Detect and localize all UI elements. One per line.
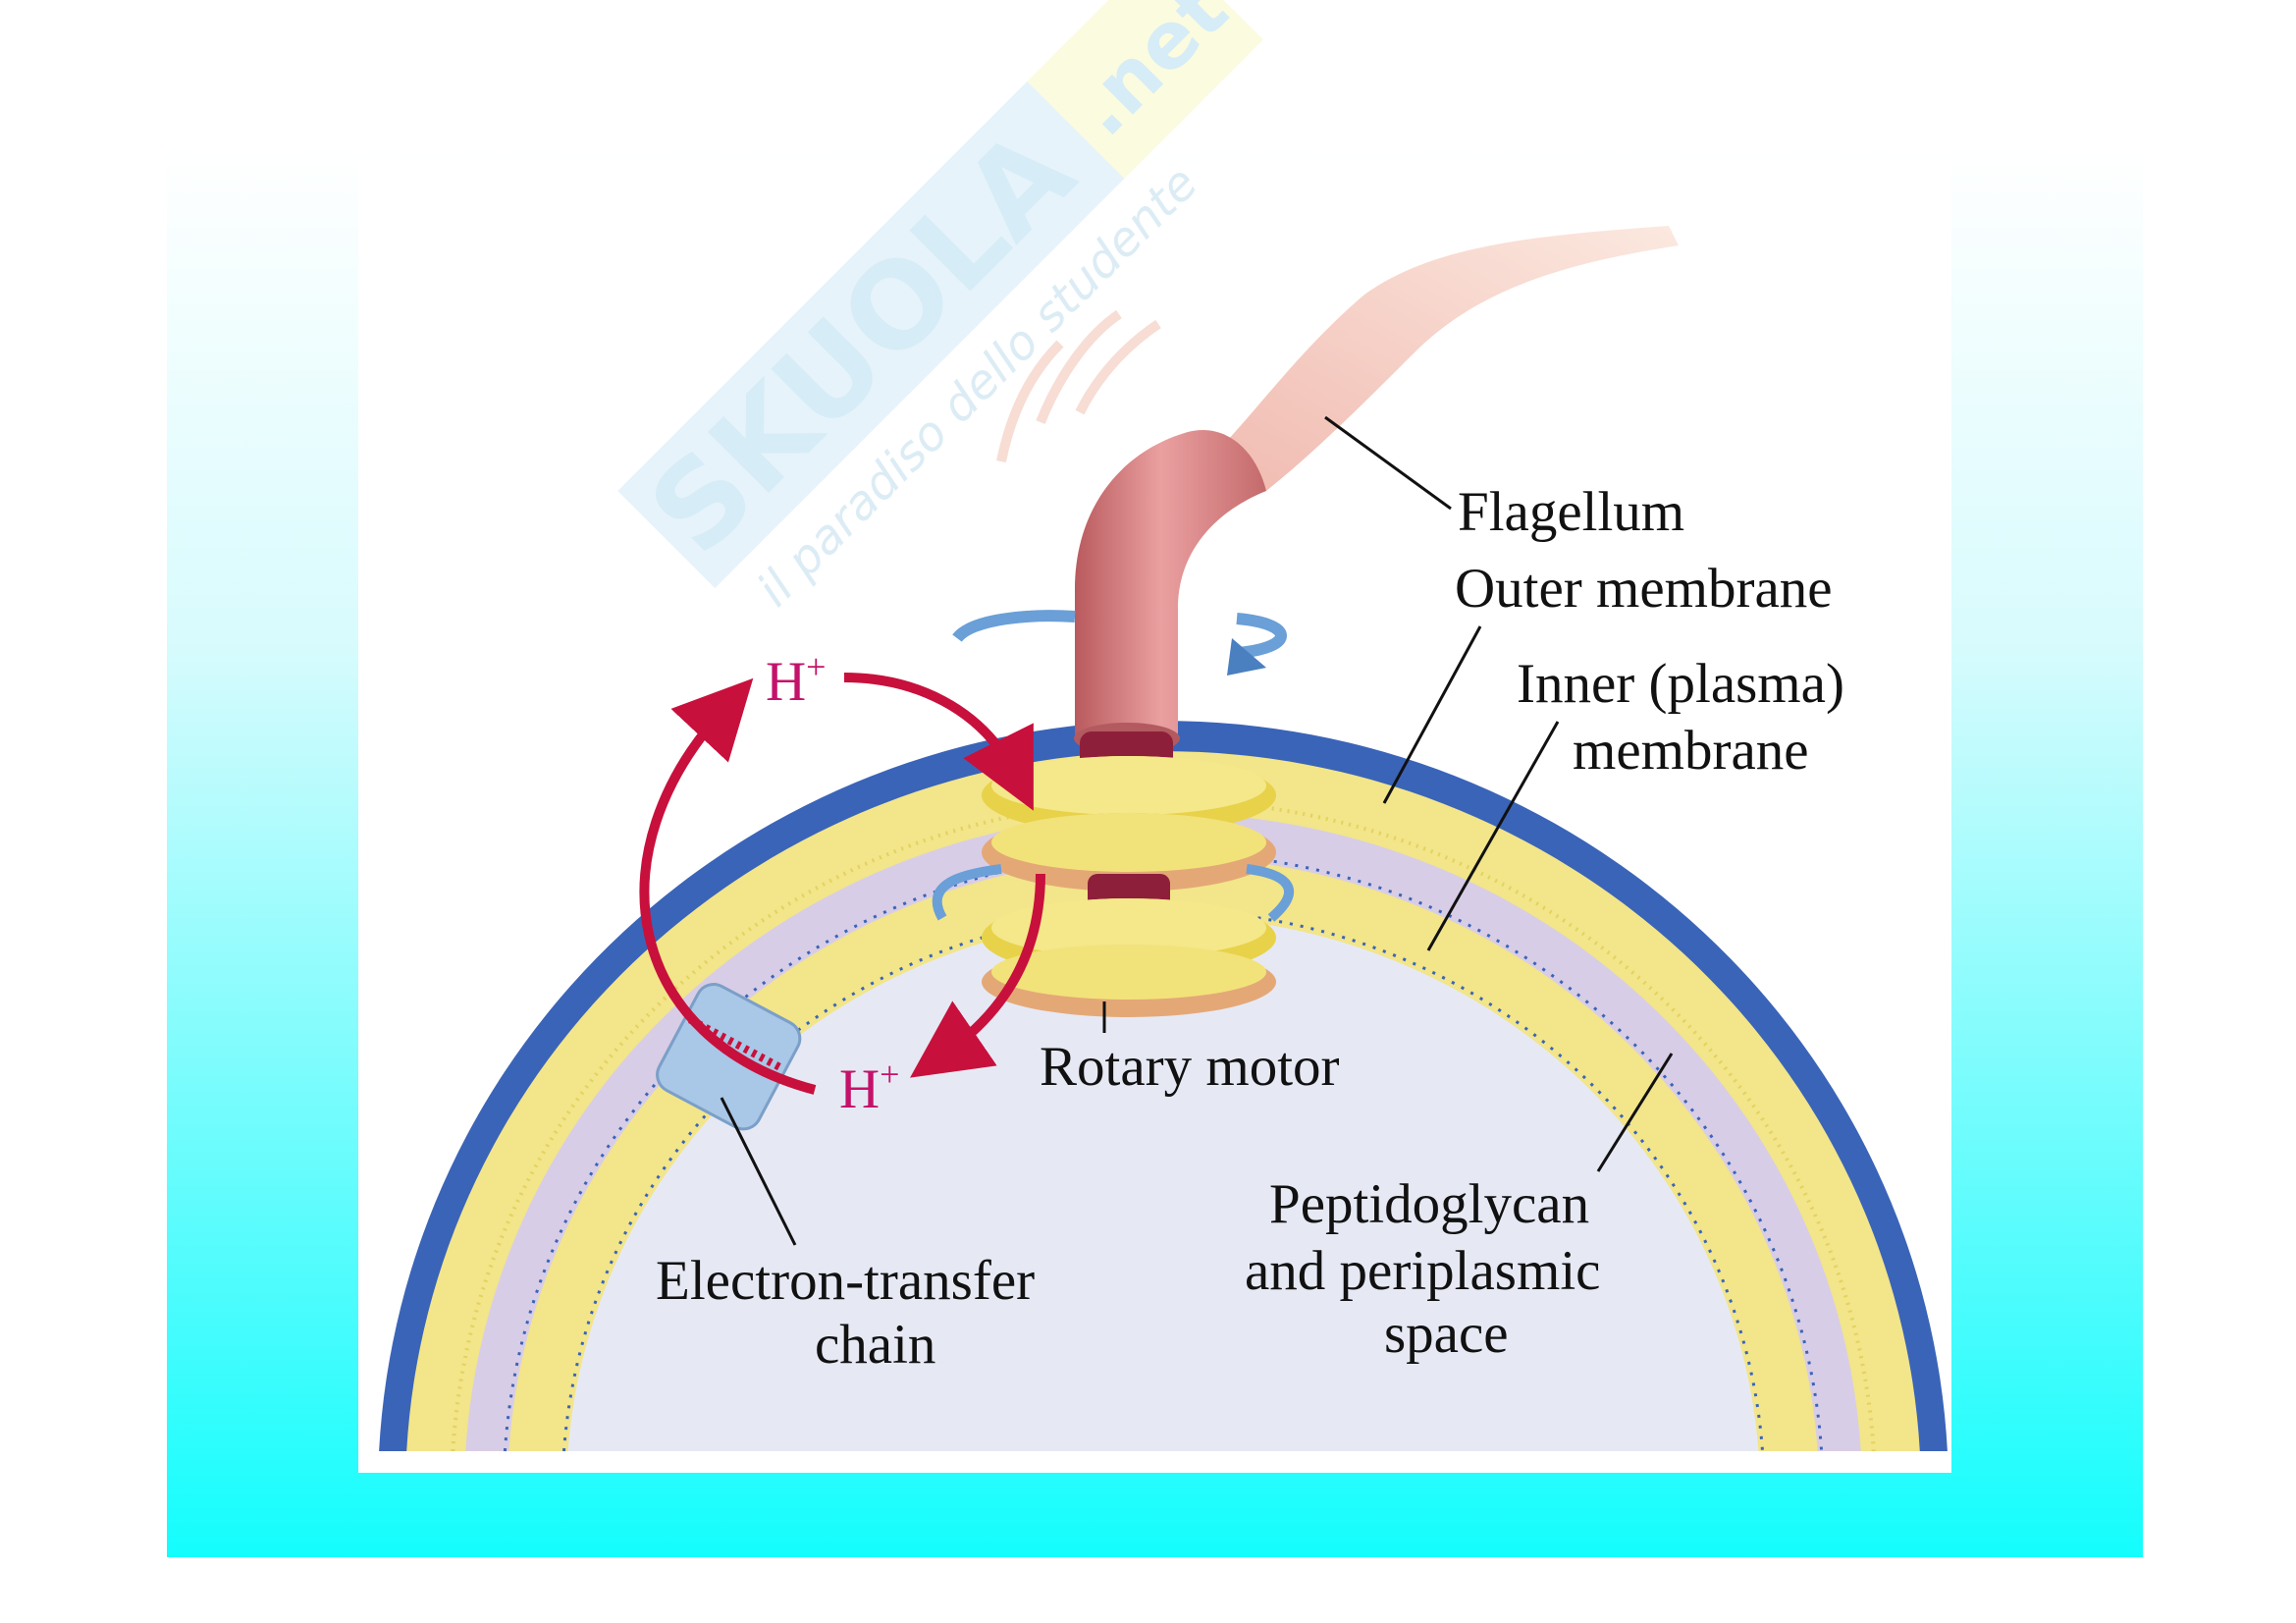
proton-arrow-bottom <box>910 873 1045 1078</box>
leader-peptidoglycan <box>1596 1053 1674 1172</box>
proton-arrow-left <box>639 677 817 1095</box>
label-proton-bottom: H+ <box>839 1055 899 1120</box>
leader-flagellum <box>1324 415 1452 511</box>
label-peptidoglycan-1: Peptidoglycan <box>1269 1173 1589 1235</box>
label-peptidoglycan-3: space <box>1384 1303 1509 1365</box>
label-flagellum: Flagellum <box>1458 481 1684 543</box>
leader-outer-membrane <box>1382 625 1482 804</box>
label-peptidoglycan-2: and periplasmic <box>1245 1240 1600 1302</box>
label-rotary-motor: Rotary motor <box>1040 1036 1340 1098</box>
proton-arrow-top <box>843 673 1034 811</box>
label-inner-membrane-2: membrane <box>1573 720 1809 782</box>
label-proton-top: H+ <box>766 647 826 713</box>
cell-envelope <box>379 721 1948 1452</box>
rotary-motor <box>932 731 1294 1017</box>
flagellum-hook <box>1075 430 1266 736</box>
label-etc-2: chain <box>815 1314 935 1376</box>
motion-lines <box>996 309 1161 462</box>
label-inner-membrane-1: Inner (plasma) <box>1517 653 1844 715</box>
rotation-arrow-top <box>952 610 1287 659</box>
label-outer-membrane: Outer membrane <box>1455 558 1833 620</box>
flagellum-filament <box>1207 226 1679 491</box>
label-etc-1: Electron-transfer <box>656 1250 1035 1312</box>
cytoplasm <box>567 915 1759 1451</box>
leader-etc <box>720 1097 797 1246</box>
leader-inner-membrane <box>1426 721 1560 951</box>
